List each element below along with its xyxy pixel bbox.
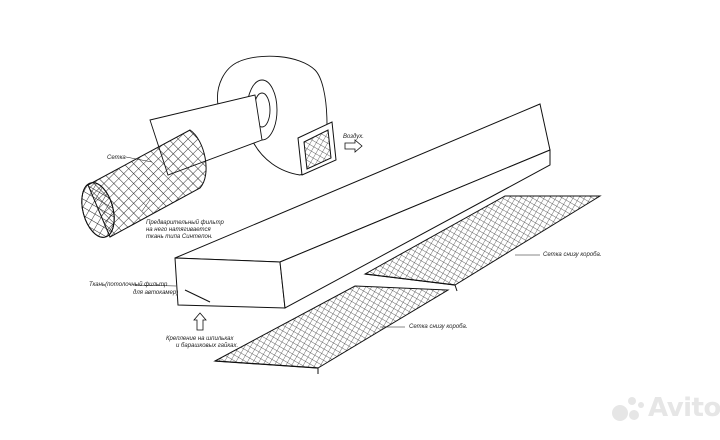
label-prefilter-line3: ткань типа Синтепон. xyxy=(146,234,213,240)
avito-dots-icon xyxy=(612,397,644,421)
label-fabric-line1: Ткань(потолочный фильтр xyxy=(89,282,168,288)
air-inlet-flange xyxy=(297,121,337,176)
mesh-panel-right xyxy=(363,195,602,292)
label-mesh-top: Сетка xyxy=(107,155,126,161)
duct-box xyxy=(174,103,551,309)
label-mount-line2: и барашковых гайках. xyxy=(176,343,239,349)
label-prefilter-line1: Предварительный фильтр xyxy=(146,220,224,226)
label-air: Воздух. xyxy=(343,134,364,140)
leader-lines xyxy=(125,156,540,328)
label-mesh-box-bottom-right: Сетка снизу короба. xyxy=(543,252,602,258)
avito-watermark: Avito xyxy=(610,393,720,423)
label-fabric-line2: для автокамер) xyxy=(133,290,179,296)
mesh-cylinder-prefilter xyxy=(81,129,207,238)
mesh-panel-center xyxy=(213,285,450,374)
watermark-text: Avito xyxy=(648,393,720,423)
mount-arrow-icon xyxy=(193,312,207,331)
label-prefilter-line2: на него натягивается xyxy=(146,227,211,233)
air-flow-arrow-icon xyxy=(344,139,363,153)
label-mount-line1: Крепление на шпильках xyxy=(166,336,234,342)
label-mesh-box-bottom-center: Сетка снизу короба. xyxy=(409,324,468,330)
